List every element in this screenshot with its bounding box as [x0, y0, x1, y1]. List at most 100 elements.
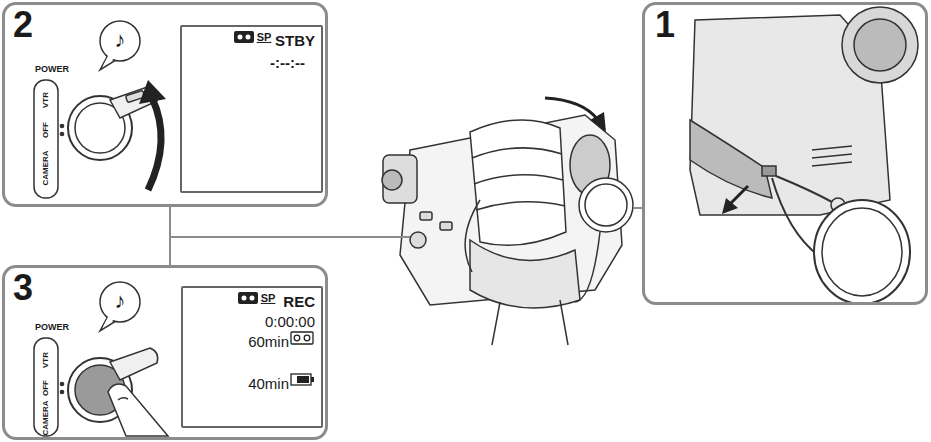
switch-position: OFF	[42, 122, 51, 138]
step-panel: 1	[642, 2, 928, 305]
camcorder	[470, 240, 580, 308]
cassette-icon	[250, 296, 255, 301]
camcorder	[476, 202, 565, 210]
panel-two-switch	[60, 132, 63, 135]
tape-icon	[294, 335, 300, 341]
panel-two-switch	[34, 80, 58, 198]
camcorder	[472, 148, 562, 158]
panel-two-switch	[60, 124, 63, 127]
lens-cap-detail	[814, 200, 910, 304]
battery-icon	[311, 377, 314, 382]
camcorder	[410, 232, 426, 248]
cassette-icon	[234, 31, 258, 304]
step-number: 1	[655, 5, 675, 45]
beep-bubble	[100, 21, 140, 70]
cassette-icon	[246, 35, 251, 40]
rotate-arrow	[139, 80, 166, 190]
panel-two-switch	[34, 80, 158, 198]
switch-position: VTR	[42, 92, 51, 108]
panel-three-switch	[34, 338, 168, 436]
leader-line	[633, 207, 642, 209]
lens-cap-detail	[762, 166, 776, 176]
display-screen: REC0:00:0060min40min	[181, 286, 323, 428]
cassette-icon	[238, 35, 243, 40]
panel-three-switch	[108, 384, 168, 436]
camcorder	[382, 115, 633, 345]
panel-three-switch	[118, 398, 128, 400]
camcorder	[440, 222, 452, 230]
rotate-arrow	[139, 80, 166, 104]
lens-cap-detail	[690, 120, 772, 198]
camcorder	[474, 175, 563, 184]
motion-arrow	[545, 98, 606, 132]
beep-bubble	[100, 282, 140, 322]
pull-arrow	[730, 186, 748, 204]
time-code: -:--:--	[270, 55, 305, 72]
tape-icon	[304, 335, 310, 341]
step-number: 2	[13, 5, 33, 45]
switch-label: POWER	[35, 323, 69, 333]
battery-icon	[291, 374, 311, 385]
battery-icon	[297, 376, 309, 383]
switch-position: OFF	[42, 380, 51, 396]
time-code: 0:00:00	[265, 314, 315, 331]
switch-position: VTR	[42, 352, 51, 368]
motion-arrow	[545, 98, 598, 120]
camcorder	[575, 232, 600, 302]
camcorder	[465, 200, 480, 272]
tape-remaining: 60min	[248, 334, 289, 351]
camcorder	[420, 212, 432, 220]
beep-bubble	[103, 315, 115, 327]
lens-cap-detail	[776, 176, 832, 202]
switch-position: CAMERA	[42, 150, 51, 185]
camcorder	[382, 170, 402, 190]
battery-remaining: 40min	[248, 376, 289, 393]
lens-cap-detail	[842, 7, 918, 83]
lens-cap-detail	[822, 208, 902, 296]
beep-note: ♪	[115, 28, 126, 52]
camcorder	[470, 120, 566, 245]
switch-label: POWER	[35, 65, 69, 75]
sp-indicator: SP	[257, 31, 272, 43]
step-panel: 2STBY -:--:--	[2, 2, 328, 207]
tape-icon	[291, 332, 313, 344]
switch-position: CAMERA	[42, 400, 51, 435]
step-number: 3	[13, 268, 33, 308]
beep-bubble	[103, 54, 115, 66]
step-panel: 3REC0:00:0060min40min	[2, 265, 328, 440]
panel-three-switch	[60, 390, 63, 393]
camcorder	[585, 184, 627, 226]
beep-bubble	[100, 316, 116, 331]
pull-arrow	[722, 186, 748, 214]
pull-arrow	[722, 198, 738, 214]
lens-cap-detail	[812, 146, 852, 166]
sp-indicator: SP	[261, 292, 276, 304]
beep-note: ♪	[115, 289, 126, 313]
panel-three-switch	[110, 348, 158, 380]
lens-cap-detail	[690, 7, 918, 304]
motion-arrow	[590, 112, 606, 132]
rotate-arrow	[148, 98, 161, 190]
battery-icon	[291, 374, 314, 385]
mode-text: STBY	[275, 33, 315, 50]
cassette-icon	[238, 292, 258, 304]
camcorder	[492, 302, 500, 345]
camcorder	[560, 300, 568, 345]
beep-bubble	[100, 21, 140, 61]
leader-line	[170, 236, 410, 238]
connector-line	[169, 207, 171, 265]
leader-line	[170, 208, 642, 237]
camcorder	[383, 155, 417, 203]
panel-three-switch	[60, 382, 63, 385]
beep-bubble	[100, 55, 116, 70]
panel-three-switch	[34, 338, 58, 436]
lens-cap-detail	[854, 19, 906, 71]
camcorder	[579, 178, 633, 232]
beep-bubble	[100, 282, 140, 331]
display-screen: STBY -:--:--	[180, 25, 323, 193]
cassette-icon	[234, 31, 254, 43]
tape-icon	[291, 332, 313, 344]
